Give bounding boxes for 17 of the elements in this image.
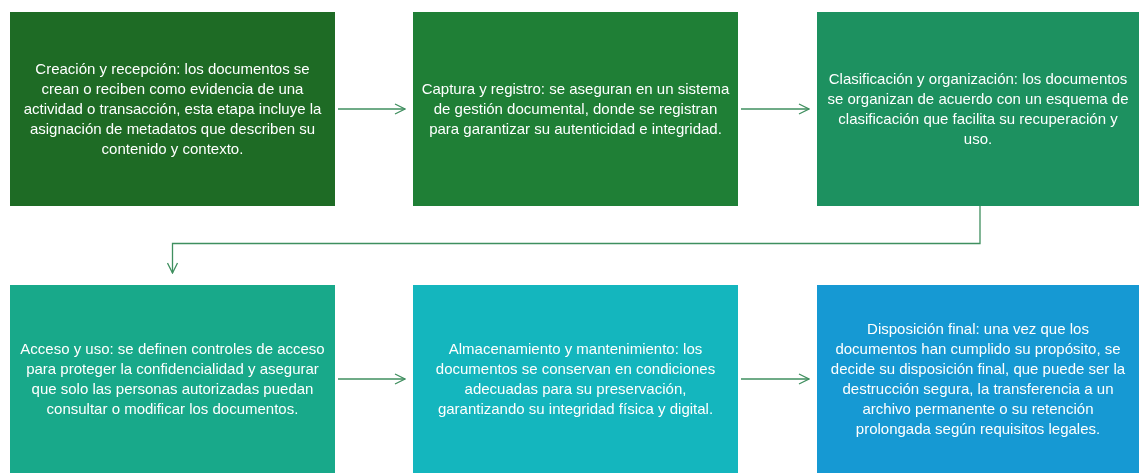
process-box	[10, 285, 335, 473]
step-description: Disposición final: una vez que los documentos han cumplido su propósito, se decide su disposición final, que puede ser la destrucción segura, la transferencia a un archivo permanente o su retención prolongada según requisitos legales.	[829, 319, 1127, 439]
step-description: Almacenamiento y mantenimiento: los documentos se conservan en condiciones adecuadas para su preservación, garantizando su integridad física y digital.	[434, 339, 717, 419]
process-box	[413, 285, 738, 473]
step-description: Captura y registro: se aseguran en un sistema de gestión documental, donde se registran para garantizar su autenticidad e integridad.	[421, 79, 730, 139]
step-description: Clasificación y organización: los documentos se organizan de acuerdo con un esquema de clasificación que facilita su recuperación y uso.	[826, 69, 1130, 149]
process-box	[10, 12, 335, 206]
arrow	[740, 103, 810, 115]
arrow	[166, 205, 981, 274]
process-box	[817, 285, 1139, 473]
arrow	[337, 373, 406, 385]
arrow	[740, 373, 810, 385]
arrow	[337, 103, 406, 115]
step-description: Acceso y uso: se definen controles de acceso para proteger la confidencialidad y asegurar que solo las personas autorizadas puedan consultar o modificar los documentos.	[19, 339, 326, 419]
process-box	[817, 12, 1139, 206]
step-description: Creación y recepción: los documentos se crean o reciben como evidencia de una actividad o transacción, esta etapa incluye la asignación de metadatos que describen su contenido y contexto.	[22, 59, 323, 159]
process-box	[413, 12, 738, 206]
